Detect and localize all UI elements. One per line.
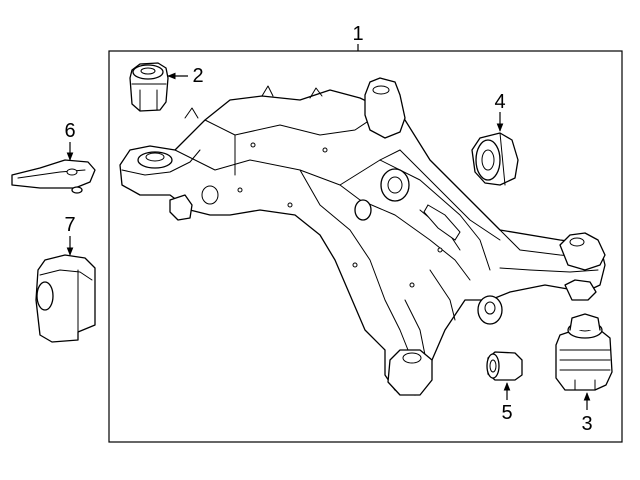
callout-7-label: 7 xyxy=(64,214,75,236)
part-7-mount xyxy=(35,254,96,343)
part-6-bracket xyxy=(11,159,96,194)
part-5-bushing xyxy=(486,351,523,381)
callout-4-label: 4 xyxy=(494,91,505,113)
callout-3-label: 3 xyxy=(581,413,592,435)
callout-2-label: 2 xyxy=(192,65,203,87)
callout-5-label: 5 xyxy=(501,402,512,424)
assembly-frame-box xyxy=(108,50,623,443)
part-4-bushing xyxy=(471,132,519,186)
rear-subframe xyxy=(119,77,606,396)
part-2-bushing xyxy=(129,62,169,112)
part-3-mount xyxy=(555,313,613,391)
callout-6-label: 6 xyxy=(64,120,75,142)
callout-1-label: 1 xyxy=(352,23,363,45)
